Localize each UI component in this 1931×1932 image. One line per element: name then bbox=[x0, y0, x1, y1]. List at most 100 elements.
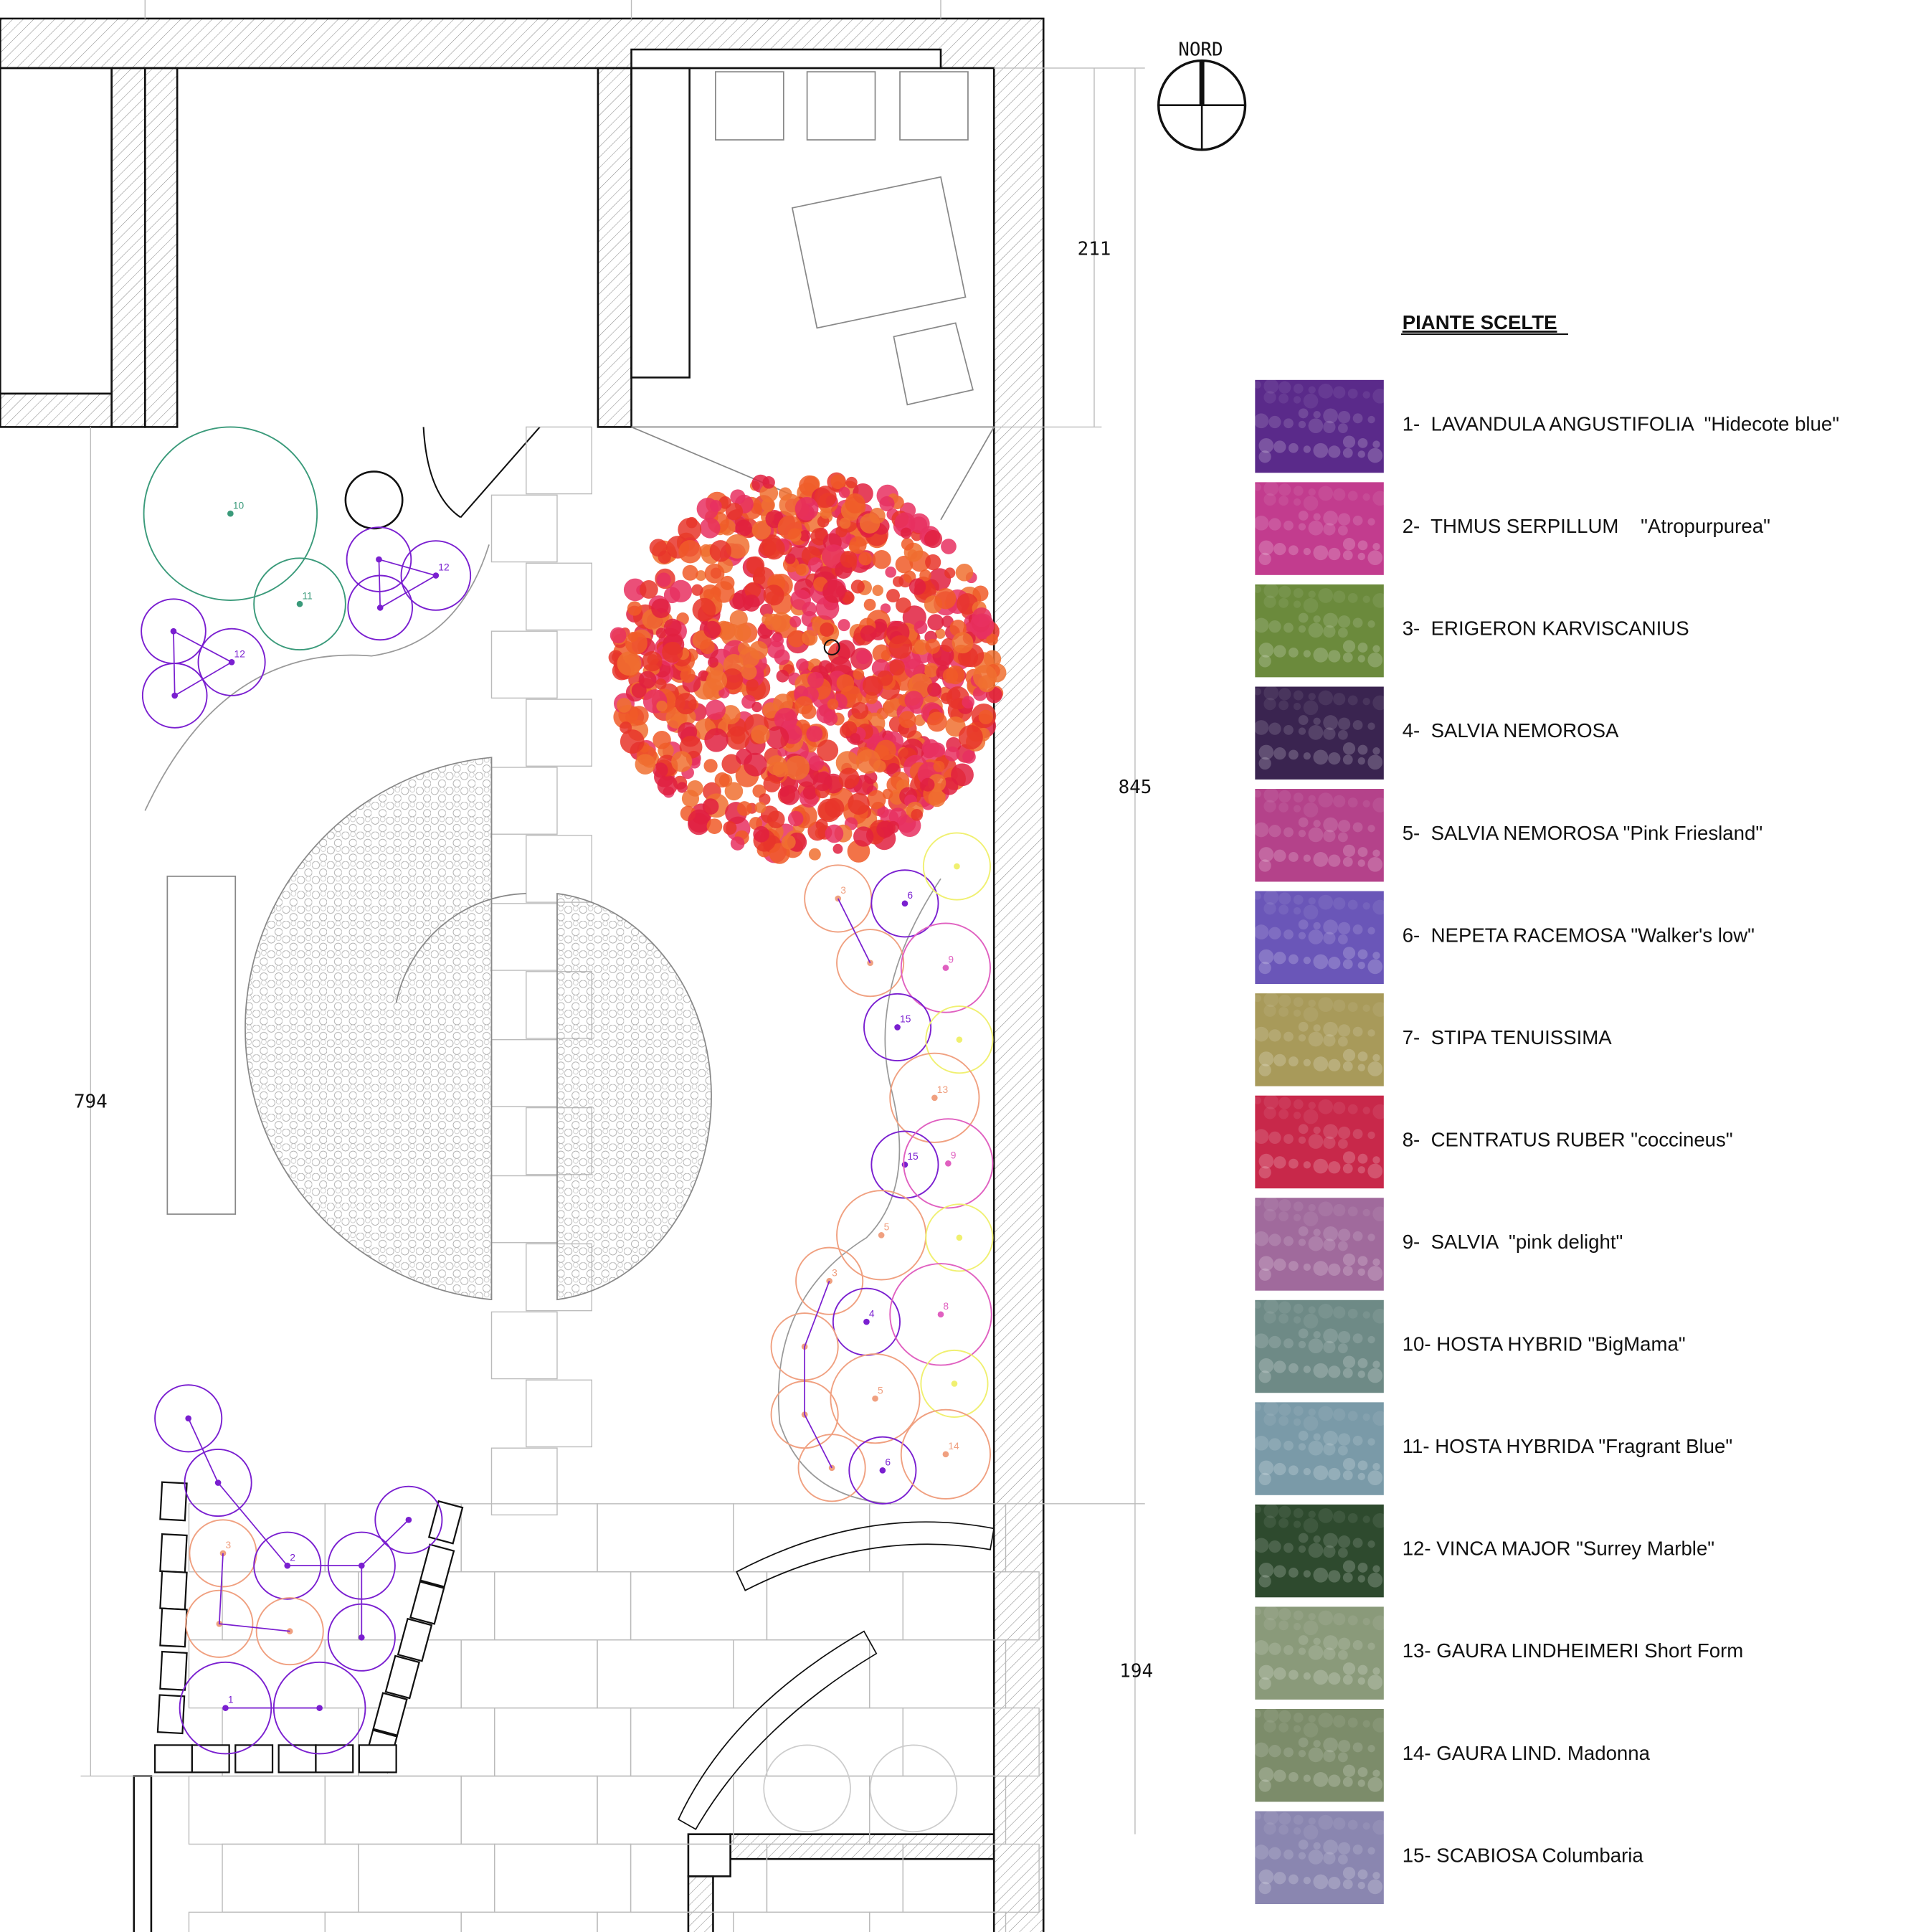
plant-number-label: 4 bbox=[869, 1308, 875, 1319]
tree-trunk bbox=[823, 639, 840, 655]
plant-symbol: 5 bbox=[830, 1353, 921, 1444]
plant-symbol bbox=[925, 1203, 994, 1272]
plant-number-label: 12 bbox=[234, 648, 245, 659]
legend-item: 5- SALVIA NEMOROSA "Pink Friesland" bbox=[1253, 787, 1762, 882]
plant-symbol bbox=[836, 929, 905, 998]
plant-symbol bbox=[922, 832, 991, 901]
plant-symbol: 13 bbox=[889, 1052, 980, 1143]
legend-label: 3- ERIGERON KARVISCANIUS bbox=[1403, 617, 1689, 640]
plant-number-label: 13 bbox=[937, 1084, 949, 1095]
legend-item: 6- NEPETA RACEMOSA "Walker's low" bbox=[1253, 889, 1755, 985]
legend-label: 5- SALVIA NEMOROSA "Pink Friesland" bbox=[1403, 822, 1762, 844]
dimension-794: 794 bbox=[74, 1092, 108, 1113]
plant-photo bbox=[1255, 584, 1384, 678]
plant-photo bbox=[1255, 1606, 1384, 1700]
plant-symbol: 6 bbox=[848, 1436, 917, 1505]
plant-number-label: 6 bbox=[907, 890, 913, 901]
legend-label: 2- THMUS SERPILLUM "Atropurpurea" bbox=[1403, 515, 1770, 537]
legend-label: 6- NEPETA RACEMOSA "Walker's low" bbox=[1403, 924, 1755, 946]
plant-symbol: 15 bbox=[870, 1130, 939, 1199]
legend-item: 3- ERIGERON KARVISCANIUS bbox=[1253, 583, 1689, 678]
plant-group-line bbox=[804, 1280, 832, 1469]
plant-symbol: 9 bbox=[900, 922, 991, 1013]
legend-label: 12- VINCA MAJOR "Surrey Marble" bbox=[1403, 1538, 1714, 1560]
legend-item: 13- GAURA LINDHEIMERI Short Form bbox=[1253, 1605, 1744, 1700]
plant-photo bbox=[1255, 789, 1384, 882]
plant-symbol: 10 bbox=[143, 426, 318, 601]
legend-label: 15- SCABIOSA Columbaria bbox=[1403, 1844, 1644, 1866]
legend-label: 8- CENTRATUS RUBER "coccineus" bbox=[1403, 1128, 1733, 1150]
plant-photo bbox=[1255, 379, 1384, 473]
legend-label: 13- GAURA LINDHEIMERI Short Form bbox=[1403, 1639, 1744, 1662]
legend-item: 11- HOSTA HYBRIDA "Fragrant Blue" bbox=[1253, 1401, 1733, 1495]
plant-symbol: 11 bbox=[253, 557, 346, 651]
gravel-area bbox=[245, 757, 712, 1301]
plant-photo bbox=[1255, 686, 1384, 780]
plant-symbol: 6 bbox=[870, 869, 939, 938]
plant-group-line bbox=[173, 630, 232, 697]
legend-item: 8- CENTRATUS RUBER "coccineus" bbox=[1253, 1094, 1733, 1189]
plant-number-label: 3 bbox=[225, 1540, 231, 1550]
tree-canopy bbox=[608, 472, 1007, 864]
plant-number-label: 6 bbox=[885, 1457, 891, 1467]
plant-number-label: 10 bbox=[233, 500, 245, 511]
door bbox=[422, 426, 541, 518]
plant-symbol: 3 bbox=[189, 1519, 257, 1588]
plant-number-label: 1 bbox=[228, 1695, 234, 1705]
plant-group-line bbox=[378, 559, 438, 609]
walls bbox=[0, 17, 1045, 1932]
plant-photo bbox=[1255, 1402, 1384, 1495]
plant-number-label: 5 bbox=[884, 1221, 890, 1232]
legend-item: 1- LAVANDULA ANGUSTIFOLIA "Hidecote blue… bbox=[1253, 379, 1839, 473]
plant-number-label: 3 bbox=[840, 885, 846, 896]
plant-photo bbox=[1255, 1811, 1384, 1904]
plant-symbol: 8 bbox=[889, 1263, 992, 1366]
plant-symbol bbox=[920, 1349, 989, 1419]
legend-item: 9- SALVIA "pink delight" bbox=[1253, 1196, 1623, 1291]
plant-photo bbox=[1255, 1504, 1384, 1598]
bed-edging-stones bbox=[153, 1481, 464, 1774]
legend-title: PIANTE SCELTE bbox=[1403, 311, 1557, 333]
plant-photo bbox=[1255, 482, 1384, 575]
plant-number-label: 5 bbox=[878, 1385, 883, 1396]
legend-item: 12- VINCA MAJOR "Surrey Marble" bbox=[1253, 1503, 1714, 1598]
plant-group-line bbox=[837, 898, 871, 964]
legend-item: 4- SALVIA NEMOROSA bbox=[1253, 685, 1619, 780]
plant-symbol: 12 bbox=[400, 540, 472, 611]
plant-number-label: 8 bbox=[943, 1301, 949, 1312]
legend-item: 14- GAURA LIND. Madonna bbox=[1253, 1708, 1651, 1802]
legend-item: 15- SCABIOSA Columbaria bbox=[1253, 1809, 1644, 1904]
dimension-194: 194 bbox=[1119, 1660, 1153, 1682]
plant-number-label: 2 bbox=[290, 1552, 295, 1563]
plant-legend: PIANTE SCELTE 1- LAVANDULA ANGUSTIFOLIA … bbox=[1253, 311, 1839, 1904]
legend-item: 10- HOSTA HYBRID "BigMama" bbox=[1253, 1299, 1686, 1393]
terrace-furniture bbox=[166, 71, 995, 1215]
plant-number-label: 9 bbox=[951, 1150, 957, 1160]
plant-number-label: 3 bbox=[832, 1267, 838, 1278]
plant-number-label: 11 bbox=[302, 590, 312, 601]
legend-label: 10- HOSTA HYBRID "BigMama" bbox=[1403, 1333, 1686, 1355]
plant-number-label: 14 bbox=[948, 1441, 959, 1452]
legend-item: 2- THMUS SERPILLUM "Atropurpurea" bbox=[1253, 480, 1770, 575]
plant-group-line bbox=[187, 1418, 409, 1567]
plant-symbol: 9 bbox=[903, 1118, 994, 1209]
north-compass: NORD bbox=[1157, 39, 1247, 151]
plant-photo bbox=[1255, 891, 1384, 985]
plant-photo bbox=[1255, 1709, 1384, 1802]
plant-photo bbox=[1255, 1299, 1384, 1393]
plant-photo bbox=[1255, 1198, 1384, 1291]
plant-number-label: 12 bbox=[438, 562, 449, 573]
plant-number-label: 9 bbox=[948, 955, 954, 965]
legend-label: 9- SALVIA "pink delight" bbox=[1403, 1231, 1623, 1253]
plant-symbol: 5 bbox=[836, 1190, 927, 1281]
plant-photo bbox=[1255, 1095, 1384, 1189]
legend-label: 11- HOSTA HYBRIDA "Fragrant Blue" bbox=[1403, 1435, 1733, 1457]
dimension-845: 845 bbox=[1119, 777, 1152, 798]
plant-number-label: 15 bbox=[907, 1151, 919, 1162]
plant-symbol: 14 bbox=[900, 1408, 991, 1500]
legend-label: 14- GAURA LIND. Madonna bbox=[1403, 1742, 1651, 1764]
plant-photo bbox=[1255, 993, 1384, 1086]
plant-group-line bbox=[218, 1553, 290, 1632]
